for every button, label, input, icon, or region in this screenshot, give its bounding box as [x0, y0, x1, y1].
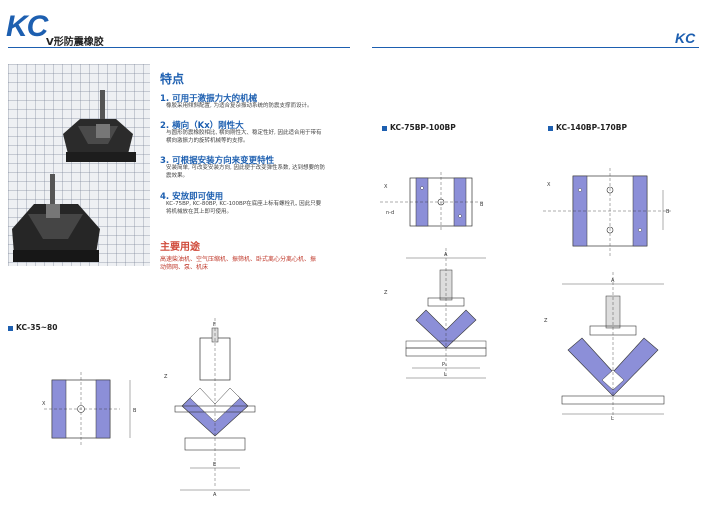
dim-label-a: A [444, 252, 448, 258]
axis-label-x: X [42, 401, 46, 407]
model-label-kc140bp-170bp: KC-140BP-170BP [548, 123, 627, 132]
feature-body-3: 安装简单, 可改变安装方向, 因此便于改变弹性系数, 达到想要的防震效果。 [166, 165, 325, 179]
dim-label-l: L [444, 372, 447, 378]
kc140bp-170bp-side-view: A L Z [544, 272, 665, 422]
axis-label-x: X [384, 184, 388, 190]
right-series-tag: KC [675, 30, 696, 46]
dim-label-b: B [480, 202, 484, 208]
usage-body: 高速柴油机、空气压缩机、振筛机、卧式离心分离心机、振动筛网、泵、机床 [160, 256, 317, 271]
feature-heading-4: 4. 安放即可使用 [160, 192, 224, 202]
kc75bp-100bp-side-view: A P₁ L Z [384, 248, 487, 379]
header-rule-left [8, 47, 350, 48]
dim-label-b: B [133, 408, 137, 414]
series-title: KC [6, 10, 48, 43]
dim-label-l: L [611, 416, 614, 422]
square-bullet-icon [8, 325, 13, 331]
axis-label-z: Z [384, 290, 388, 296]
dim-label-f: F [213, 322, 216, 328]
series-subtitle: V形防震橡胶 [46, 37, 104, 48]
square-bullet-icon [548, 125, 553, 131]
product-photo [8, 64, 150, 266]
dim-label-e: E [213, 462, 216, 468]
axis-label-z: Z [164, 374, 168, 380]
feature-heading-2: 2. 横向（Kx）刚性大 [160, 121, 244, 131]
feature-body-2: 与圆形防震橡胶相比, 横向刚性大、稳定性好, 因此适合用于带有横向激振力的旋转机… [166, 130, 322, 144]
features-title: 特点 [160, 72, 185, 86]
dim-label-a: A [611, 278, 615, 284]
kc35-80-side-view: F E A Z [164, 318, 256, 498]
kc75bp-100bp-plan-view: X n-d B [380, 172, 485, 232]
usage-title: 主要用途 [160, 242, 200, 253]
model-label-kc35-80: KC-35~80 [8, 323, 57, 332]
dim-label-n-d: n-d [386, 210, 394, 216]
feature-heading-3: 3. 可根据安装方向来变更特性 [160, 156, 275, 166]
square-bullet-icon [382, 125, 387, 131]
model-label-kc75bp-100bp: KC-75BP-100BP [382, 123, 456, 132]
feature-body-1: 橡胶采用倾斜配置, 为适合复杂振动系统的防震支撑而设计。 [166, 103, 313, 109]
kc35-80-plan-view: X B [42, 372, 137, 446]
kc140bp-170bp-plan-view: X B [543, 168, 673, 258]
axis-label-x: X [547, 182, 551, 188]
feature-heading-1: 1. 可用于激振力大的机械 [160, 94, 258, 104]
axis-label-z: Z [544, 318, 548, 324]
rubber-mount-illustration [12, 90, 136, 262]
feature-body-4: KC-75BP, KC-80BP, KC-100BP在底座上标有螺栓孔, 因此只… [166, 201, 322, 215]
dim-label-p1: P₁ [442, 362, 447, 368]
dim-label-b: B [666, 209, 670, 215]
header-rule-right [372, 47, 699, 48]
dim-label-a: A [213, 492, 217, 498]
